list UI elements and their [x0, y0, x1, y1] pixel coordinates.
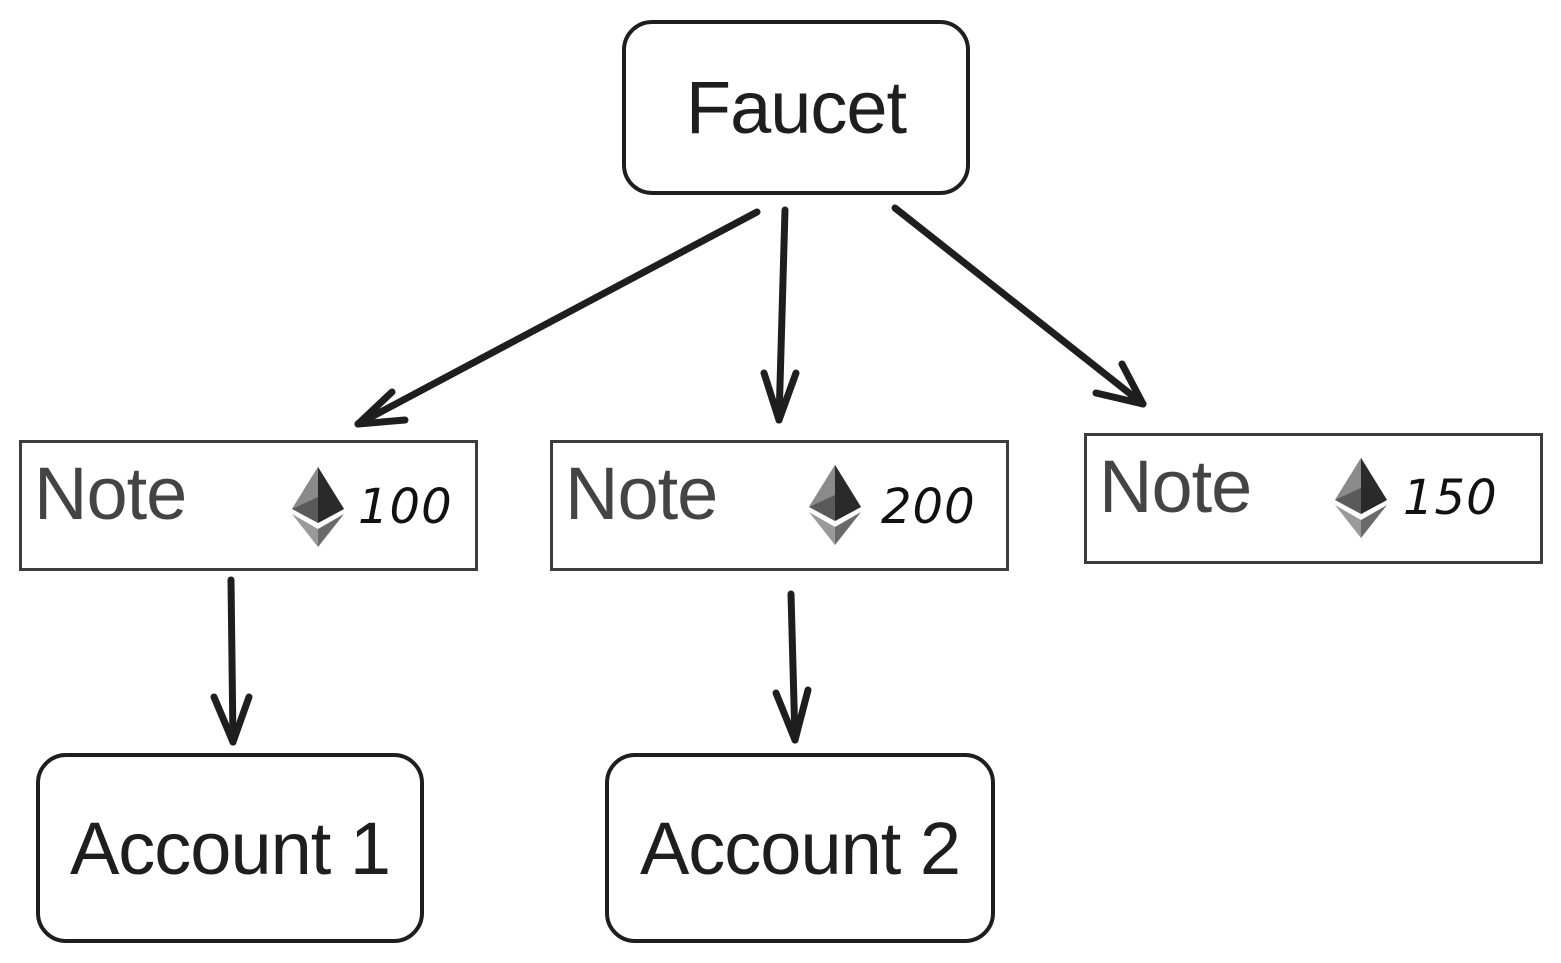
account-2-label: Account 2 [639, 806, 961, 890]
arrow-note-1-to-account-1 [210, 576, 253, 746]
ethereum-icon [292, 467, 344, 547]
note-3-amount: 150 [1403, 470, 1498, 526]
note-1-label: Note [34, 452, 187, 535]
note-3: Note 150 [1084, 433, 1543, 564]
note-2-amount: 200 [881, 479, 976, 535]
note-1-amount: 100 [358, 479, 453, 535]
account-1-label: Account 1 [69, 806, 391, 890]
arrow-faucet-to-note-1 [354, 208, 761, 428]
arrow-faucet-to-note-3 [891, 204, 1147, 408]
ethereum-icon [1335, 458, 1387, 538]
note-1: Note 100 [19, 440, 478, 571]
note-2: Note 200 [550, 440, 1009, 571]
note-3-label: Note [1099, 445, 1252, 528]
arrow-faucet-to-note-2 [760, 206, 800, 424]
faucet-node: Faucet [622, 20, 970, 195]
account-1-node: Account 1 [36, 753, 424, 943]
faucet-label: Faucet [685, 66, 907, 149]
note-2-label: Note [565, 452, 718, 535]
account-2-node: Account 2 [605, 753, 995, 943]
ethereum-icon [809, 465, 861, 545]
arrow-note-2-to-account-2 [772, 590, 812, 744]
